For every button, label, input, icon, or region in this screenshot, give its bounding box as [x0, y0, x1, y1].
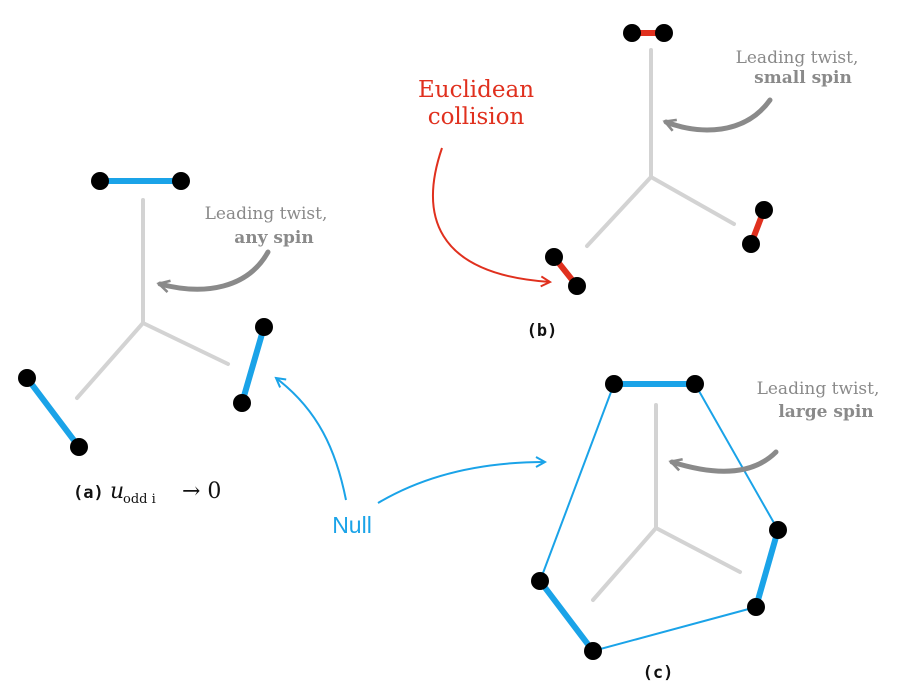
- point: [531, 572, 549, 590]
- curved-arrow-icon: [377, 462, 545, 504]
- panel-c-points: [531, 375, 787, 660]
- panel-c-tree: [591, 403, 742, 602]
- panel-b: Leading twist, small spin Euclidean coll…: [418, 24, 858, 341]
- panel-a-null-edges: [24, 178, 267, 450]
- panel-c-tag: (c): [643, 663, 674, 683]
- panel-a: Leading twist, any spin (a) u odd i → 0: [18, 172, 327, 507]
- curved-arrow-icon: [432, 147, 550, 282]
- point: [742, 235, 760, 253]
- panel-a-condition-sub: odd i: [123, 492, 156, 507]
- curved-arrow-icon: [666, 97, 773, 133]
- point: [747, 598, 765, 616]
- point: [91, 172, 109, 190]
- null-label: Null: [332, 512, 372, 538]
- panel-a-points: [18, 172, 273, 456]
- panel-b-tree: [585, 48, 736, 248]
- curved-arrow-icon: [672, 449, 779, 474]
- panel-c-null-polygon: [538, 383, 780, 653]
- panel-b-points: [545, 24, 773, 295]
- panel-c: Leading twist, large spin (c): [531, 375, 879, 683]
- point: [605, 375, 623, 393]
- curved-arrow-icon: [276, 378, 347, 501]
- point: [755, 201, 773, 219]
- point: [172, 172, 190, 190]
- panel-a-condition-rel: → 0: [182, 479, 221, 504]
- euclidean-callout-line1: Euclidean: [418, 77, 534, 103]
- panel-b-annotation-line2: small spin: [754, 68, 852, 88]
- null-callout: Null: [276, 378, 545, 538]
- point: [655, 24, 673, 42]
- point: [233, 394, 251, 412]
- point: [568, 277, 586, 295]
- point: [769, 521, 787, 539]
- point: [623, 24, 641, 42]
- panel-c-annotation-line1: Leading twist,: [757, 379, 880, 399]
- panel-a-tree: [75, 198, 230, 400]
- point: [70, 438, 88, 456]
- curved-arrow-icon: [160, 249, 271, 289]
- panel-b-annotation-line1: Leading twist,: [736, 48, 859, 68]
- panel-c-annotation-line2: large spin: [778, 402, 873, 422]
- point: [584, 642, 602, 660]
- euclidean-callout-line2: collision: [428, 104, 525, 130]
- panel-a-tag: (a): [73, 483, 104, 503]
- panel-a-annotation-line1: Leading twist,: [205, 204, 328, 224]
- point: [255, 318, 273, 336]
- panel-a-condition: u: [110, 479, 124, 504]
- panel-b-tag: (b): [527, 321, 558, 341]
- point: [686, 375, 704, 393]
- panel-c-null-edges: [537, 381, 781, 654]
- point: [18, 369, 36, 387]
- panel-a-annotation-line2: any spin: [234, 228, 313, 248]
- panel-b-euclidean-edges: [551, 30, 767, 289]
- point: [545, 248, 563, 266]
